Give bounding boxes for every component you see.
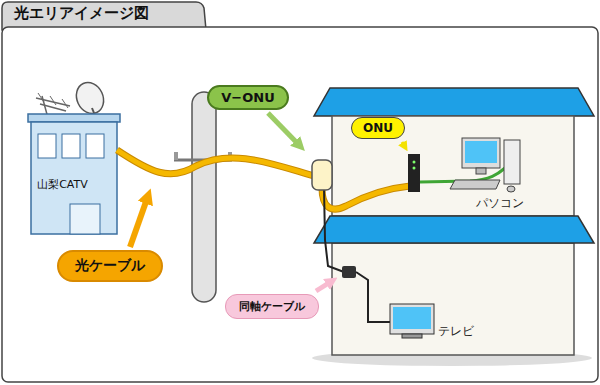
led xyxy=(413,167,416,170)
lower-floor xyxy=(332,243,574,355)
callout-oval: V−ONU xyxy=(207,85,289,110)
antenna-element xyxy=(40,104,66,111)
building-label: 山梨CATV xyxy=(33,174,92,195)
led xyxy=(413,161,416,164)
optical-cable-edge xyxy=(117,150,314,176)
coax-cable xyxy=(356,272,392,322)
callout-oval: 同軸ケーブル xyxy=(225,294,319,319)
coax-cable xyxy=(324,188,344,272)
monitor xyxy=(462,138,500,168)
coax-outlet xyxy=(342,266,356,278)
node-text: 光ケーブル xyxy=(75,257,145,275)
keyboard xyxy=(450,180,500,189)
upper-floor xyxy=(332,116,574,216)
optical-cable-edge xyxy=(322,186,410,209)
monitor-stand xyxy=(476,168,486,174)
device-label: テレビ xyxy=(438,323,474,340)
middle-roof xyxy=(314,216,594,243)
optical-cable xyxy=(322,186,410,209)
node-text: ONU xyxy=(363,121,393,135)
onu-device xyxy=(408,154,420,192)
window xyxy=(38,134,56,158)
antenna-element xyxy=(62,99,68,108)
pointer-arrow xyxy=(130,196,148,247)
window xyxy=(86,134,104,158)
tv xyxy=(390,304,434,334)
satellite-dish xyxy=(71,78,108,118)
pointer-arrow xyxy=(402,142,405,147)
tv-screen xyxy=(393,307,431,329)
node-text: V−ONU xyxy=(221,90,274,105)
door xyxy=(70,204,100,234)
mouse xyxy=(507,186,515,192)
insulator xyxy=(174,152,178,160)
pointer-arrow xyxy=(268,113,300,146)
antenna-element xyxy=(38,93,44,102)
v-onu-device xyxy=(312,160,332,190)
tv-stand xyxy=(402,334,422,338)
catv-building xyxy=(31,122,117,234)
screen xyxy=(465,141,497,163)
device-label: パソコン xyxy=(476,195,524,212)
callout-oval: ONU xyxy=(351,117,405,139)
antenna-element xyxy=(50,96,56,105)
utility-pole xyxy=(192,92,216,302)
title-tab xyxy=(2,2,206,30)
window xyxy=(62,134,80,158)
node-text: 同軸ケーブル xyxy=(239,299,305,314)
upper-roof xyxy=(314,88,594,116)
callout-oval: 光ケーブル xyxy=(57,250,163,282)
optical-cable xyxy=(117,150,314,176)
frame xyxy=(2,27,598,382)
diagram-title: 光エリアイメージ図 xyxy=(14,4,149,23)
building-roof xyxy=(28,114,120,122)
pc-tower xyxy=(504,140,520,184)
node-text: 山梨CATV xyxy=(37,177,88,192)
pointer-arrow xyxy=(316,281,332,291)
